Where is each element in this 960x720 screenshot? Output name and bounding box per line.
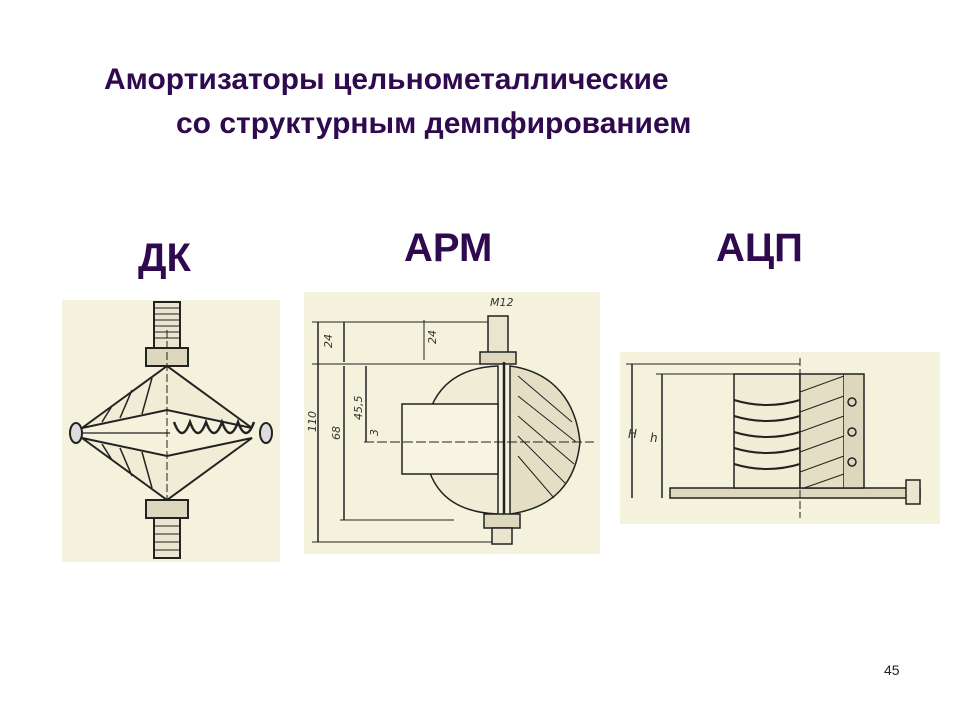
title-line-2: со структурным демпфированием	[176, 107, 692, 140]
dim-45-5: 45,5	[352, 396, 365, 421]
drawing-acp: H h	[620, 352, 940, 524]
drawing-arm: М12 24 24 110 68 45,5 3	[304, 292, 600, 554]
dim-68: 68	[330, 426, 343, 440]
dim-m12: М12	[490, 296, 514, 309]
dim-110: 110	[306, 411, 319, 432]
dk-shock-absorber-drawing	[69, 301, 273, 559]
acp-shock-absorber-drawing: H h	[626, 358, 921, 518]
dim-3: 3	[368, 429, 381, 436]
dim-H: H	[628, 427, 637, 441]
title-line-1: Амортизаторы цельнометаллические	[104, 63, 669, 96]
label-dk: ДК	[138, 236, 191, 280]
dim-24-right: 24	[426, 330, 439, 344]
label-arm: АРМ	[404, 226, 493, 270]
label-acp: АЦП	[716, 226, 803, 270]
dim-24-left: 24	[322, 334, 335, 348]
page-number: 45	[884, 662, 900, 678]
arm-shock-absorber-drawing: М12 24 24 110 68 45,5 3	[306, 296, 594, 545]
drawing-dk	[62, 300, 280, 562]
dim-h: h	[650, 431, 658, 445]
